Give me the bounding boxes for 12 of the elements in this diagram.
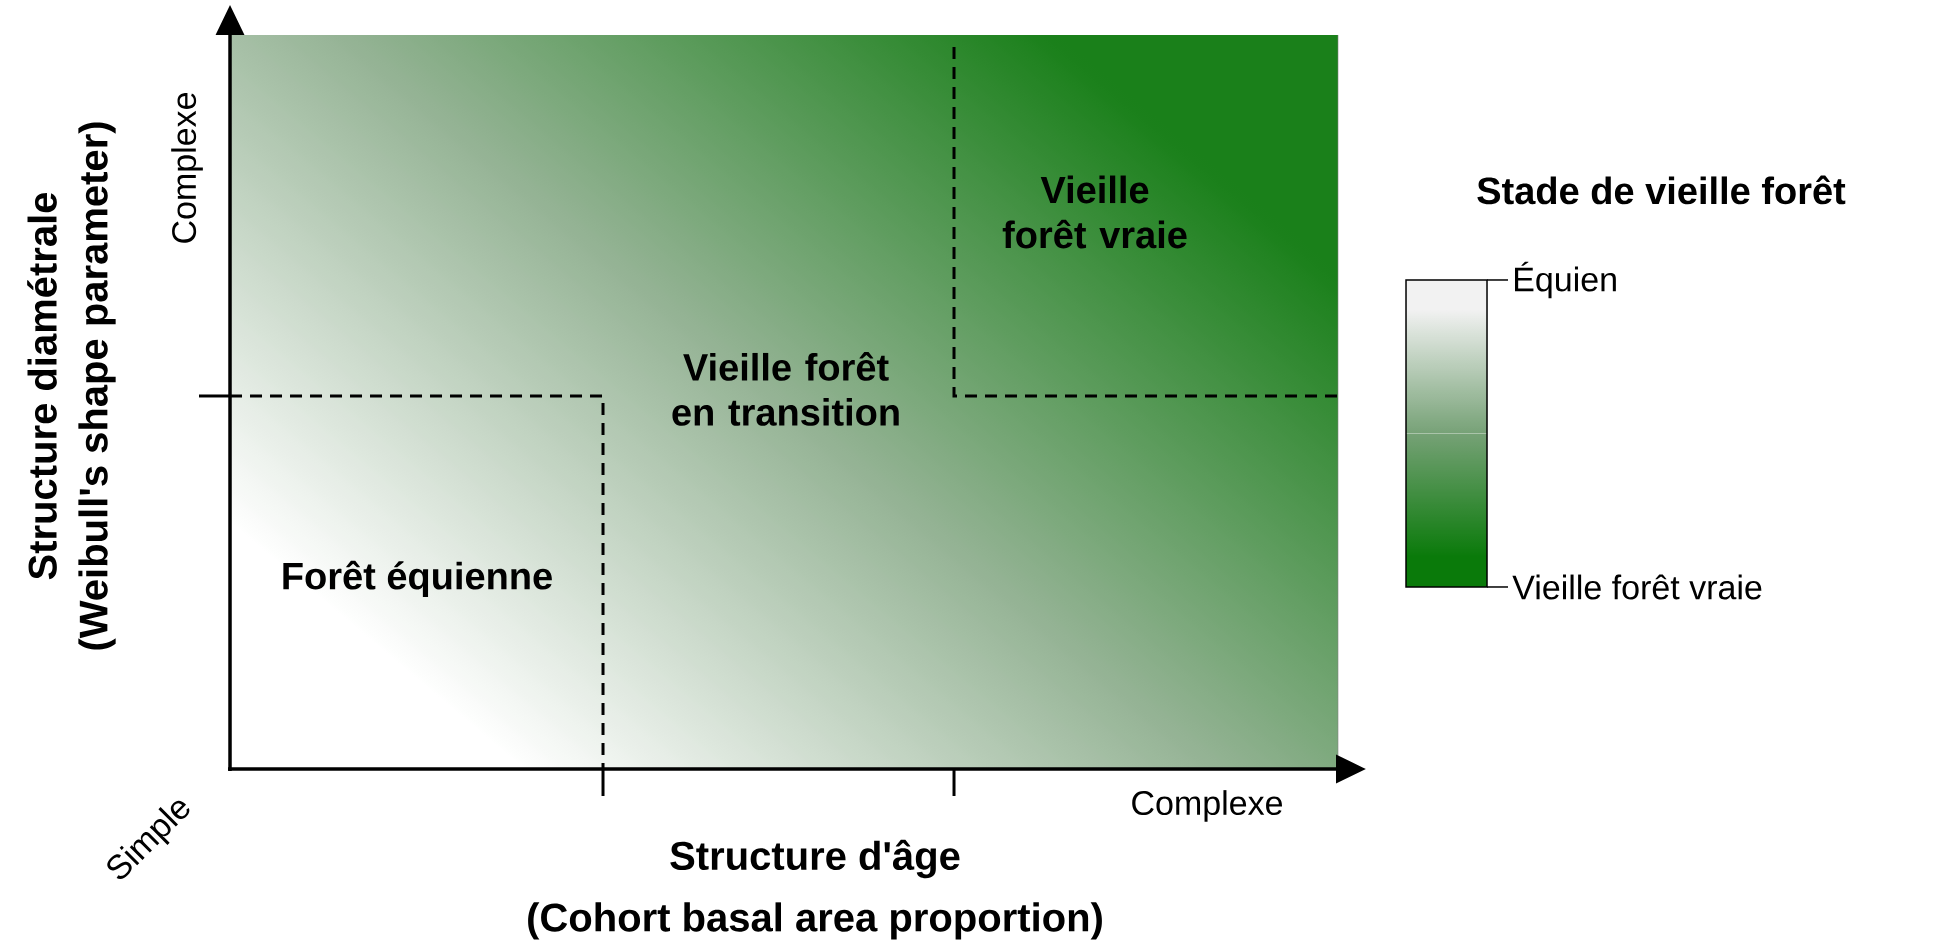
legend-title: Stade de vieille forêt — [1477, 175, 1846, 205]
axis-tick-label: Complexe — [171, 93, 203, 243]
region-label: Vieille forêt en transition — [672, 352, 899, 426]
axis-title: Structure diamétrale — [27, 192, 57, 580]
region-label: Forêt équienne — [283, 560, 552, 598]
legend-label: Vieille forêt vraie — [1512, 574, 1762, 600]
axis-title: Structure d'âge — [670, 839, 960, 879]
axis-subtitle: (Weibull's shape parameter) — [78, 122, 116, 650]
axis-tick-label: Complexe — [1132, 790, 1282, 822]
region-label: Vieille forêt vraie — [1002, 175, 1187, 249]
axis-subtitle: (Cohort basal area proportion) — [528, 902, 1102, 940]
legend-label: Équien — [1515, 261, 1616, 299]
